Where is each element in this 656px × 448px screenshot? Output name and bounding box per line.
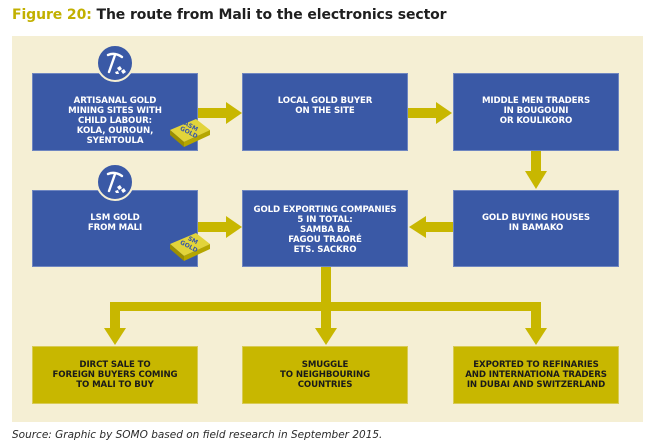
svg-text:SM: SM [187, 235, 199, 246]
arrow-asm-to-local-buyer [198, 102, 242, 124]
arrow-buying-houses-to-exporting [409, 216, 453, 238]
figure-label: Figure 20: [12, 7, 92, 23]
arrow-exporting-distribution [104, 267, 547, 345]
arrow-middle-men-to-buying-houses [525, 151, 547, 189]
node-exporting-companies: GOLD EXPORTING COMPANIES 5 IN TOTAL: SAM… [242, 190, 408, 267]
figure-title-text: The route from Mali to the electronics s… [91, 7, 447, 23]
node-buying-houses-label: GOLD BUYING HOUSES IN BAMAKO [481, 213, 591, 233]
gold-bar-icon: ASM GOLD [170, 119, 210, 147]
node-direct-sale: DIRCT SALE TO FOREIGN BUYERS COMING TO M… [32, 346, 198, 404]
node-middle-men: MIDDLE MEN TRADERS IN BOUGOUNI OR KOULIK… [453, 73, 619, 151]
node-local-buyer: LOCAL GOLD BUYER ON THE SITE [242, 73, 408, 151]
node-smuggle-label: SMUGGLE TO NEIGHBOURING COUNTRIES [279, 360, 371, 390]
arrow-local-buyer-to-middle-men [408, 102, 452, 124]
node-lsm-gold-label: LSM GOLD FROM MALI [87, 213, 143, 233]
node-exporting-companies-label: GOLD EXPORTING COMPANIES 5 IN TOTAL: SAM… [253, 205, 397, 255]
figure-title: Figure 20: The route from Mali to the el… [12, 7, 447, 23]
source-note: Source: Graphic by SOMO based on field r… [12, 429, 383, 441]
pickaxe-icon [96, 44, 134, 82]
node-smuggle: SMUGGLE TO NEIGHBOURING COUNTRIES [242, 346, 408, 404]
node-local-buyer-label: LOCAL GOLD BUYER ON THE SITE [277, 96, 373, 116]
node-exported: EXPORTED TO REFINARIES AND INTERNATIONA … [453, 346, 619, 404]
pickaxe-icon [96, 163, 134, 201]
node-asm-sites: ARTISANAL GOLD MINING SITES WITH CHILD L… [32, 73, 198, 151]
node-direct-sale-label: DIRCT SALE TO FOREIGN BUYERS COMING TO M… [52, 360, 178, 390]
node-exported-label: EXPORTED TO REFINARIES AND INTERNATIONA … [465, 360, 607, 390]
gold-bar-icon: SM GOLD [170, 233, 210, 261]
arrow-lsm-to-exporting [198, 216, 242, 238]
node-buying-houses: GOLD BUYING HOUSES IN BAMAKO [453, 190, 619, 267]
node-asm-sites-label: ARTISANAL GOLD MINING SITES WITH CHILD L… [68, 96, 162, 146]
node-middle-men-label: MIDDLE MEN TRADERS IN BOUGOUNI OR KOULIK… [481, 96, 591, 126]
